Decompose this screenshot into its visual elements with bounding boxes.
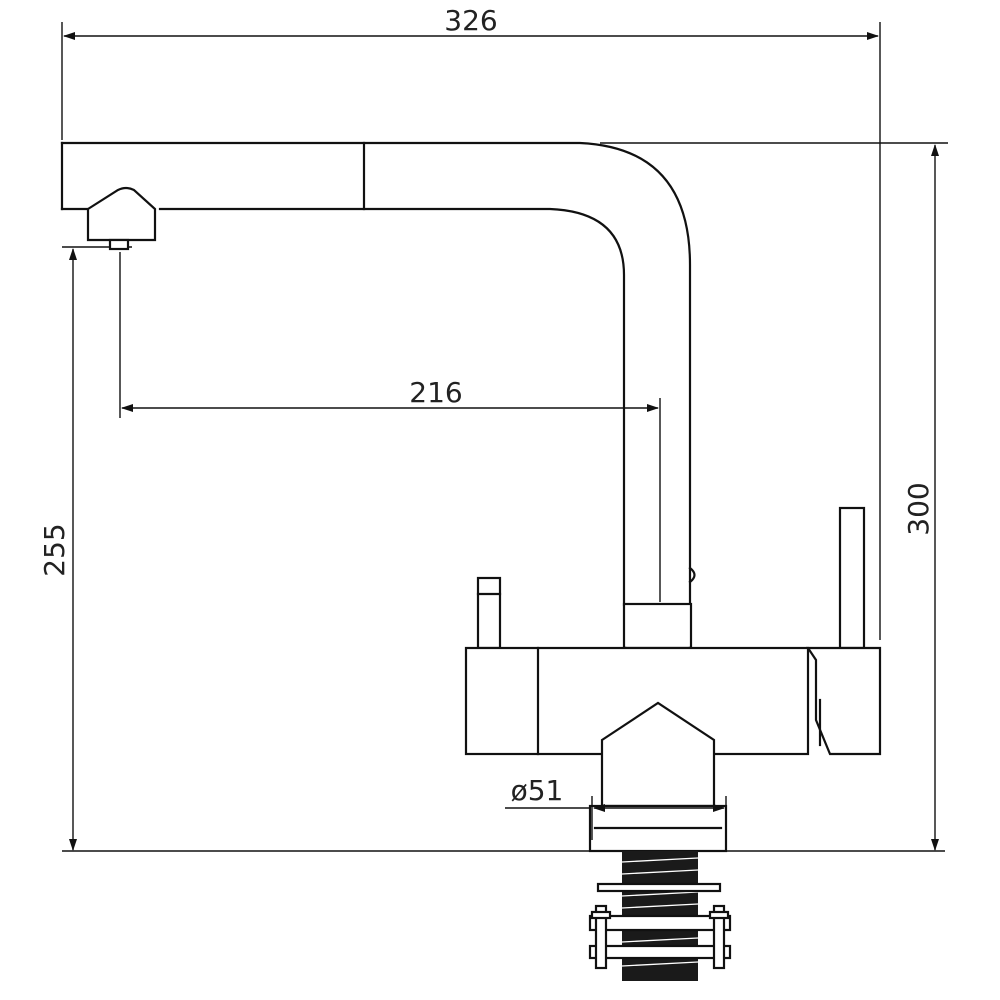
dimension-label-spout-reach: 216 (409, 376, 462, 409)
dimension-overall-width: 326 (61, 4, 881, 640)
dimension-label-overall-width: 326 (444, 4, 497, 37)
right-handle (838, 506, 866, 650)
aerator-head (86, 186, 157, 251)
dimension-overall-height: 300 (600, 142, 948, 851)
dimension-label-base-diameter: ø51 (511, 774, 564, 807)
dimension-label-outlet-height: 255 (38, 523, 71, 576)
dimension-base-diameter: ø51 (505, 774, 727, 840)
mounting-stud (588, 851, 732, 981)
dimension-spout-reach: 216 (119, 252, 661, 602)
dimension-label-overall-height: 300 (902, 482, 935, 535)
dimension-outlet-height: 255 (38, 246, 132, 851)
left-handle (476, 576, 502, 650)
faucet-spout (60, 141, 696, 607)
